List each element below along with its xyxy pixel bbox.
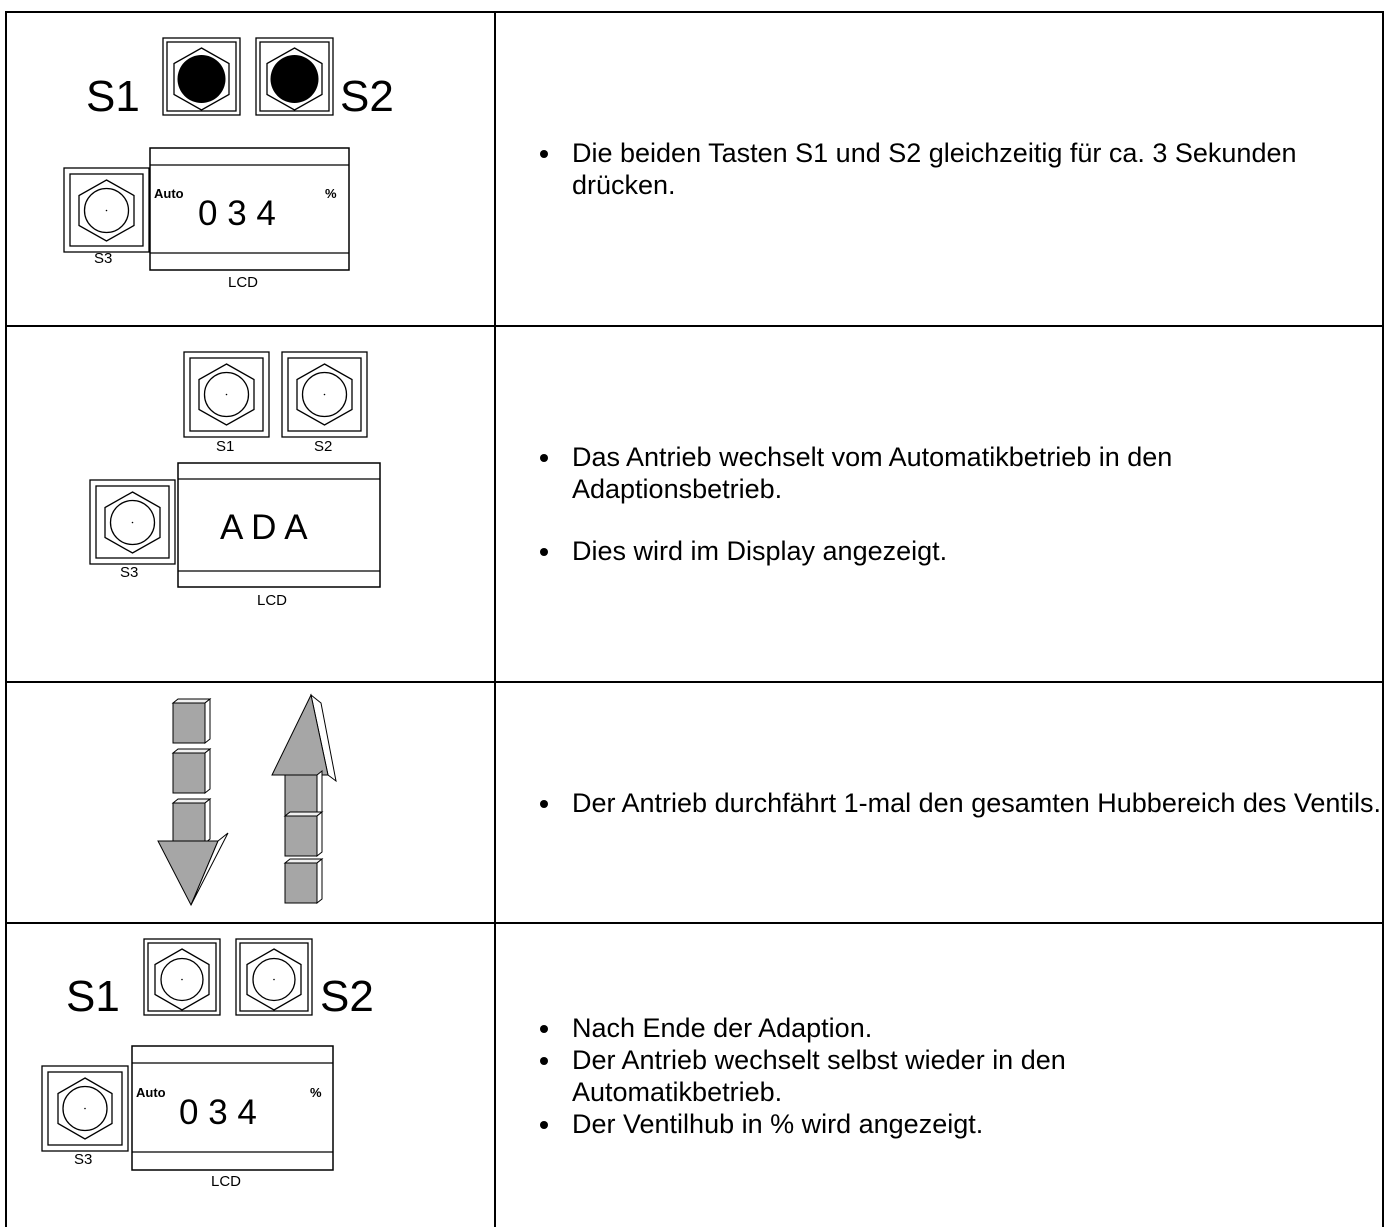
instruction-line: Die beiden Tasten S1 und S2 gleichzeitig… [572,138,1297,200]
lcd-label: LCD [211,1173,241,1190]
s2-button[interactable] [281,351,368,438]
instruction-line: Das Antrieb wechselt vom Automatikbetrie… [572,442,1173,504]
s3-button[interactable] [63,167,150,253]
s1-button-pressed[interactable] [162,37,241,116]
s1-label: S1 [66,972,120,1021]
row-divider [5,681,1384,683]
stroke-arrows-diagram [157,693,337,907]
table-row: S1 S2 S3 [6,924,1383,1227]
bullet-icon [540,1024,548,1033]
list-item: Nach Ende der Adaption. [496,1012,1383,1044]
list-item: Der Antrieb durchfährt 1-mal den gesamte… [496,787,1383,819]
instruction-text: Nach Ende der Adaption. Der Antrieb wech… [496,924,1383,1227]
control-panel-illustration: S1 S2 S3 [6,924,494,1227]
control-panel-diagram: S1 S2 S3 A D A LC [89,351,381,609]
s1-button[interactable] [143,938,221,1016]
arrow-up-icon [271,693,337,905]
bullet-icon [540,1056,548,1065]
s1-button[interactable] [183,351,270,438]
s2-label: S2 [320,972,374,1021]
s2-button[interactable] [235,938,313,1016]
bullet-icon [540,799,548,808]
s2-button-pressed[interactable] [255,37,334,116]
auto-indicator: Auto [136,1085,166,1100]
bullet-icon [540,1120,548,1129]
control-panel-illustration: S1 S2 S3 [6,13,494,325]
bullet-icon [540,548,548,556]
instruction-line: Nach Ende der Adaption. [572,1012,873,1043]
control-panel-diagram: S1 S2 S3 [63,37,394,291]
list-item: Dies wird im Display angezeigt. [496,535,1383,567]
lcd-label: LCD [228,274,258,291]
arrow-down-icon [157,697,229,907]
s3-button[interactable] [41,1065,129,1152]
table-border-top [5,11,1384,13]
list-item: Der Ventilhub in % wird angezeigt. [496,1108,1383,1140]
lcd-display [149,147,350,271]
auto-indicator: Auto [154,186,184,201]
s1-label: S1 [86,72,140,121]
lcd-display [131,1045,334,1171]
s3-label: S3 [74,1151,92,1168]
instruction-text: Der Antrieb durchfährt 1-mal den gesamte… [496,683,1383,922]
list-item: Die beiden Tasten S1 und S2 gleichzeitig… [496,137,1383,201]
s2-label: S2 [340,72,394,121]
list-item: Der Antrieb wechselt selbst wieder in de… [496,1044,1383,1108]
row-divider [5,922,1384,924]
lcd-value: 0 3 4 [198,194,276,233]
table-row: S1 S2 S3 A D A LC [6,327,1383,681]
instruction-line: Der Antrieb wechselt selbst wieder in de… [572,1044,1066,1107]
control-panel-illustration: S1 S2 S3 A D A LC [6,327,494,681]
control-panel-diagram: S1 S2 S3 [41,938,374,1190]
lcd-value: A D A [220,508,308,547]
list-item: Das Antrieb wechselt vom Automatikbetrie… [496,441,1383,505]
table-border-right [1382,12,1384,1227]
table-row: Der Antrieb durchfährt 1-mal den gesamte… [6,683,1383,922]
instruction-text: Das Antrieb wechselt vom Automatikbetrie… [496,327,1383,681]
lcd-value: 0 3 4 [179,1093,257,1132]
stroke-movement-illustration [6,683,494,922]
s2-label: S2 [314,438,332,455]
column-divider [494,12,496,1227]
table-row: S1 S2 S3 [6,13,1383,325]
instruction-line: Der Ventilhub in % wird angezeigt. [572,1108,984,1139]
s3-button[interactable] [89,479,176,565]
s3-label: S3 [94,250,112,267]
s3-label: S3 [120,564,138,581]
percent-indicator: % [310,1085,322,1100]
row-divider [5,325,1384,327]
instruction-line: Der Antrieb durchfährt 1-mal den gesamte… [572,787,1381,818]
table-border-left [5,12,7,1227]
bullet-icon [540,150,548,158]
percent-indicator: % [325,186,337,201]
bullet-icon [540,454,548,462]
lcd-display [177,462,381,588]
instruction-line: Dies wird im Display angezeigt. [572,536,948,566]
lcd-label: LCD [257,592,287,609]
instruction-text: Die beiden Tasten S1 und S2 gleichzeitig… [496,13,1383,325]
s1-label: S1 [216,438,234,455]
